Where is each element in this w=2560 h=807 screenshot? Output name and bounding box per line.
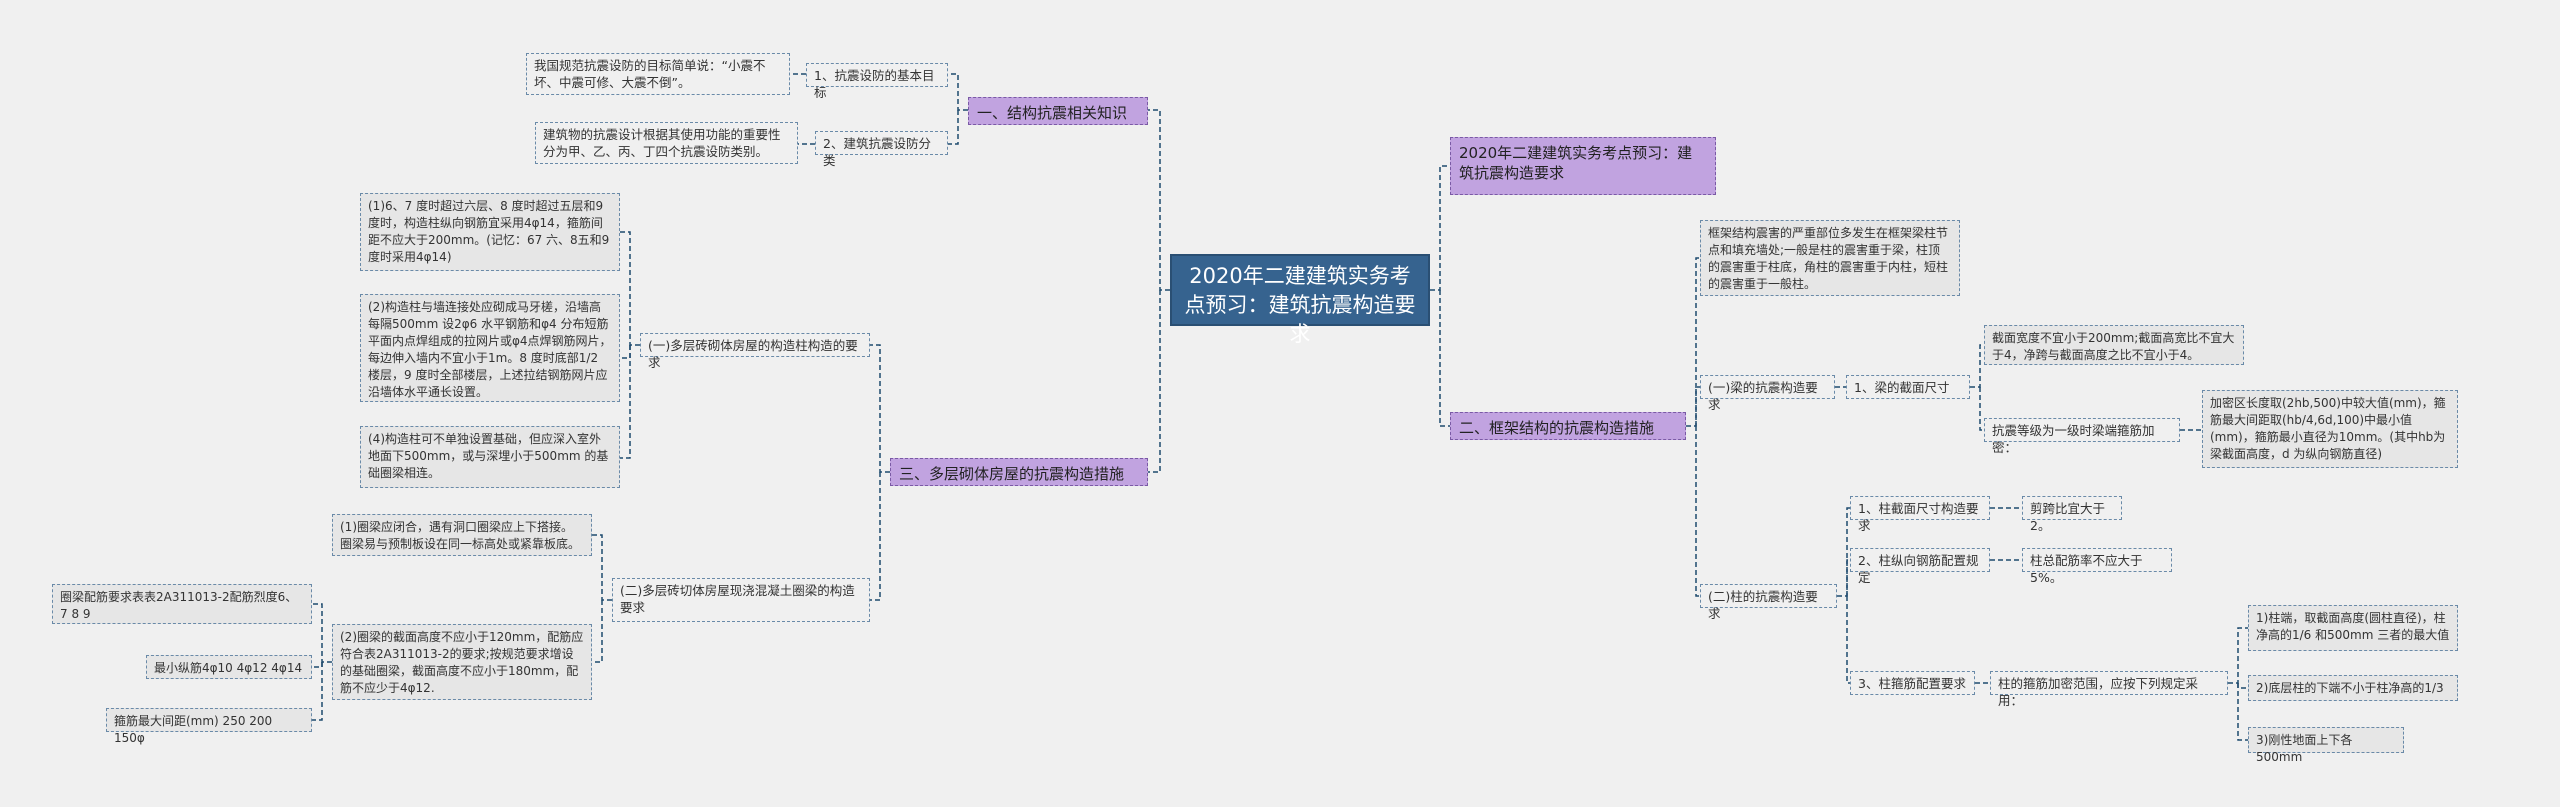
detail-text: 3)刚性地面上下各500mm (2256, 733, 2353, 764)
topic-beam-section[interactable]: 1、梁的截面尺寸 (1846, 375, 1970, 399)
section-title: 三、多层砌体房屋的抗震构造措施 (899, 465, 1125, 483)
detail-ring-beam-closure[interactable]: (1)圈梁应闭合，遇有洞口圈梁应上下搭接。圈梁易与预制板设在同一标高处或紧靠板底… (332, 514, 592, 556)
topic-column-section[interactable]: 1、柱截面尺寸构造要求 (1850, 496, 1990, 533)
root-node[interactable]: 2020年二建建筑实务考点预习：建筑抗震构造要求 (1170, 254, 1430, 346)
detail-ring-beam-height[interactable]: (2)圈梁的截面高度不应小于120mm，配筋应符合表2A311013-2的要求;… (332, 624, 592, 700)
topic-column-stirrup-range[interactable]: 柱的箍筋加密范围，应按下列规定采用： (1990, 671, 2228, 708)
detail-text: 建筑物的抗震设计根据其使用功能的重要性分为甲、乙、丙、丁四个抗震设防类别。 (543, 127, 781, 159)
topic-label: 1、梁的截面尺寸 (1854, 380, 1950, 395)
section-structural-seismic-knowledge[interactable]: 一、结构抗震相关知识 (968, 97, 1148, 125)
detail-column-wall-tie[interactable]: (2)构造柱与墙连接处应砌成马牙槎，沿墙高每隔500mm 设2φ6 水平钢筋和φ… (360, 294, 620, 402)
detail-column-end[interactable]: 1)柱端，取截面高度(圆柱直径)，柱净高的1/6 和500mm 三者的最大值 (2248, 605, 2458, 651)
section-title: 二、框架结构的抗震构造措施 (1459, 419, 1655, 437)
topic-label: 1、柱截面尺寸构造要求 (1858, 501, 1979, 533)
topic-label: (一)多层砖砌体房屋的构造柱构造的要求 (648, 338, 858, 370)
detail-text: (2)圈梁的截面高度不应小于120mm，配筋应符合表2A311013-2的要求;… (340, 630, 584, 695)
detail-rigid-ground[interactable]: 3)刚性地面上下各500mm (2248, 727, 2404, 764)
topic-label: 2、柱纵向钢筋配置规定 (1858, 553, 1979, 585)
section-title-repeat[interactable]: 2020年二建建筑实务考点预习：建筑抗震构造要求 (1450, 137, 1716, 195)
detail-beam-section[interactable]: 截面宽度不宜小于200mm;截面高宽比不宜大于4，净跨与截面高度之比不宜小于4。 (1984, 325, 2244, 365)
topic-beam-requirements[interactable]: (一)梁的抗震构造要求 (1700, 375, 1835, 412)
detail-text: 最小纵筋4φ10 4φ12 4φ14 (154, 661, 303, 675)
detail-text: (4)构造柱可不单独设置基础，但应深入室外地面下500mm，或与深埋小于500m… (368, 432, 609, 480)
topic-label: 2、建筑抗震设防分类 (823, 136, 931, 168)
topic-label: 3、柱箍筋配置要求 (1858, 676, 1966, 691)
detail-text: 我国规范抗震设防的目标简单说：“小震不坏、中震可修、大震不倒”。 (534, 58, 766, 90)
detail-text: 柱总配筋率不应大于5%。 (2030, 553, 2143, 585)
detail-text: (1)6、7 度时超过六层、8 度时超过五层和9 度时，构造柱纵向钢筋宜采用4φ… (368, 199, 610, 264)
topic-label: (二)柱的抗震构造要求 (1708, 589, 1818, 621)
table-max-stirrup-spacing[interactable]: 箍筋最大间距(mm) 250 200 150φ (106, 708, 312, 745)
topic-seismic-class[interactable]: 2、建筑抗震设防分类 (815, 131, 948, 168)
detail-column-foundation[interactable]: (4)构造柱可不单独设置基础，但应深入室外地面下500mm，或与深埋小于500m… (360, 426, 620, 488)
section-masonry-measures[interactable]: 三、多层砌体房屋的抗震构造措施 (890, 458, 1148, 486)
topic-constructional-column[interactable]: (一)多层砖砌体房屋的构造柱构造的要求 (640, 333, 870, 370)
detail-beam-end-stirrup[interactable]: 加密区长度取(2hb,500)中较大值(mm)，箍筋最大间距取(hb/4,6d,… (2202, 390, 2458, 468)
detail-text: 剪跨比宜大于2。 (2030, 501, 2106, 533)
detail-column-rebar[interactable]: (1)6、7 度时超过六层、8 度时超过五层和9 度时，构造柱纵向钢筋宜采用4φ… (360, 193, 620, 271)
topic-column-longitudinal[interactable]: 2、柱纵向钢筋配置规定 (1850, 548, 1990, 585)
table-min-longitudinal[interactable]: 最小纵筋4φ10 4φ12 4φ14 (146, 655, 312, 679)
detail-text: 箍筋最大间距(mm) 250 200 150φ (114, 714, 273, 745)
detail-text: 圈梁配筋要求表表2A311013-2配筋烈度6、7 8 9 (60, 590, 298, 621)
detail-column-bottom[interactable]: 2)底层柱的下端不小于柱净高的1/3 (2248, 675, 2458, 701)
topic-seismic-goal[interactable]: 1、抗震设防的基本目标 (806, 63, 948, 100)
detail-text: 1)柱端，取截面高度(圆柱直径)，柱净高的1/6 和500mm 三者的最大值 (2256, 611, 2450, 642)
root-title: 2020年二建建筑实务考点预习：建筑抗震构造要求 (1184, 264, 1416, 346)
detail-text: (2)构造柱与墙连接处应砌成马牙槎，沿墙高每隔500mm 设2φ6 水平钢筋和φ… (368, 300, 612, 399)
detail-seismic-class[interactable]: 建筑物的抗震设计根据其使用功能的重要性分为甲、乙、丙、丁四个抗震设防类别。 (535, 122, 798, 164)
detail-text: (1)圈梁应闭合，遇有洞口圈梁应上下搭接。圈梁易与预制板设在同一标高处或紧靠板底… (340, 520, 581, 551)
topic-label: (一)梁的抗震构造要求 (1708, 380, 1818, 412)
detail-text: 2)底层柱的下端不小于柱净高的1/3 (2256, 681, 2444, 695)
topic-beam-end-stirrup[interactable]: 抗震等级为一级时梁端箍筋加密： (1984, 418, 2180, 455)
topic-label: 抗震等级为一级时梁端箍筋加密： (1992, 423, 2155, 455)
detail-text: 框架结构震害的严重部位多发生在框架梁柱节点和填充墙处;一般是柱的震害重于梁，柱顶… (1708, 226, 1949, 291)
topic-label: 柱的箍筋加密范围，应按下列规定采用： (1998, 676, 2199, 708)
topic-label: 1、抗震设防的基本目标 (814, 68, 935, 100)
detail-frame-damage[interactable]: 框架结构震害的严重部位多发生在框架梁柱节点和填充墙处;一般是柱的震害重于梁，柱顶… (1700, 220, 1960, 296)
section-frame-measures[interactable]: 二、框架结构的抗震构造措施 (1450, 412, 1686, 440)
detail-text: 加密区长度取(2hb,500)中较大值(mm)，箍筋最大间距取(hb/4,6d,… (2210, 396, 2446, 461)
section-title: 一、结构抗震相关知识 (977, 104, 1128, 122)
table-ring-beam-header[interactable]: 圈梁配筋要求表表2A311013-2配筋烈度6、7 8 9 (52, 584, 312, 624)
detail-column-ratio[interactable]: 柱总配筋率不应大于5%。 (2022, 548, 2172, 585)
topic-label: (二)多层砖切体房屋现浇混凝土圈梁的构造要求 (620, 583, 855, 615)
topic-column-stirrup[interactable]: 3、柱箍筋配置要求 (1850, 671, 1975, 695)
topic-column-requirements[interactable]: (二)柱的抗震构造要求 (1700, 584, 1837, 621)
detail-seismic-goal[interactable]: 我国规范抗震设防的目标简单说：“小震不坏、中震可修、大震不倒”。 (526, 53, 790, 95)
section-title: 2020年二建建筑实务考点预习：建筑抗震构造要求 (1459, 144, 1693, 182)
detail-column-shear-span[interactable]: 剪跨比宜大于2。 (2022, 496, 2122, 533)
detail-text: 截面宽度不宜小于200mm;截面高宽比不宜大于4，净跨与截面高度之比不宜小于4。 (1992, 331, 2235, 362)
topic-ring-beam[interactable]: (二)多层砖切体房屋现浇混凝土圈梁的构造要求 (612, 578, 870, 622)
